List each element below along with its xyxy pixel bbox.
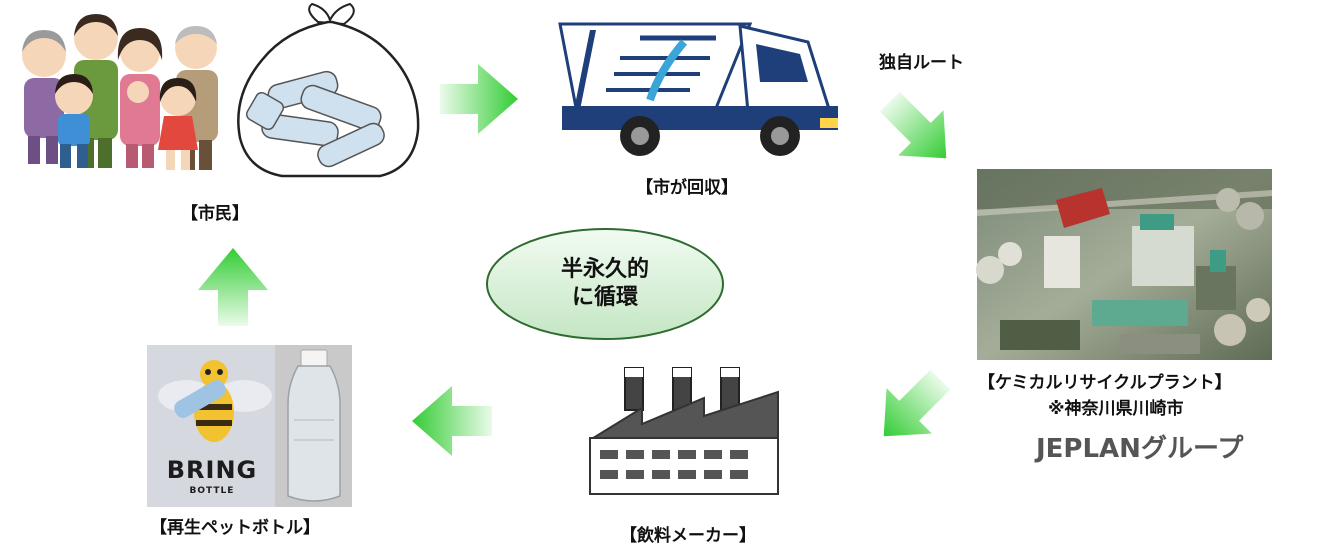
plant-photo [976, 169, 1272, 360]
center-text-line1: 半永久的 [560, 257, 649, 282]
route-label: 独自ルート [879, 53, 964, 73]
truck-label: 【市が回収】 [636, 178, 738, 198]
center-text: 半永久的 に循環 [487, 256, 723, 312]
bottle-bag-illustration [237, 2, 420, 178]
bring-logo-text: BRING [166, 456, 258, 484]
arrow-up-to-citizens [198, 248, 268, 326]
bring-logo-subtext: BOTTLE [189, 486, 235, 496]
maker-label: 【飲料メーカー】 [620, 526, 756, 546]
arrow-to-plant [879, 91, 947, 159]
truck-illustration [558, 22, 838, 156]
center-cycle-ellipse [486, 228, 724, 340]
plant-group-name: JEPLANグループ [1036, 434, 1244, 464]
bottle-label: 【再生ペットボトル】 [150, 518, 320, 538]
arrow-left-to-bottle [412, 386, 492, 456]
plant-location: ※神奈川県川崎市 [1048, 399, 1184, 419]
arrow-to-maker [883, 369, 951, 437]
family-illustration [22, 14, 218, 170]
center-text-line2: に循環 [571, 285, 638, 310]
arrow-right-to-truck [440, 64, 518, 134]
citizens-label: 【市民】 [181, 204, 249, 224]
factory-illustration [589, 367, 779, 495]
plant-label: 【ケミカルリサイクルプラント】 [978, 373, 1232, 393]
bring-logo-image [147, 345, 275, 507]
pet-bottle-photo [275, 345, 352, 507]
